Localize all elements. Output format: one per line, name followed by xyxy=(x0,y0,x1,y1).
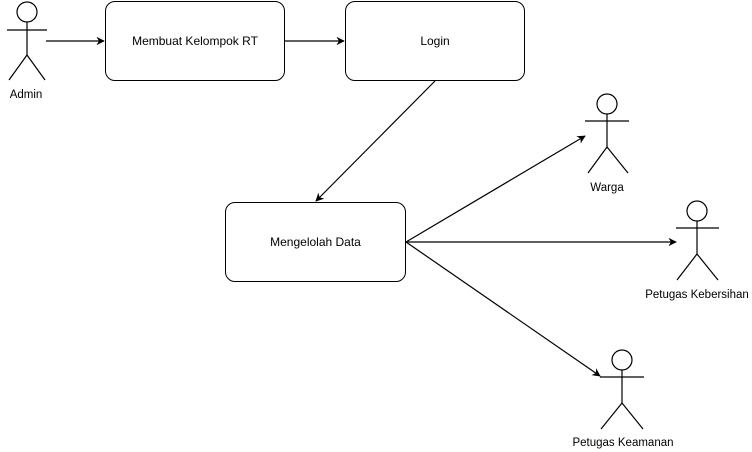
arrow-login-to-mengelola xyxy=(315,80,436,202)
process-login: Login xyxy=(345,1,525,81)
process-login-label: Login xyxy=(420,34,450,48)
actor-keamanan-figure xyxy=(600,349,644,430)
actor-admin-label: Admin xyxy=(9,89,43,101)
process-membuat-label: Membuat Kelompok RT xyxy=(132,34,258,48)
actor-admin-figure xyxy=(7,1,47,81)
process-mengelola-label: Mengelolah Data xyxy=(270,235,361,249)
actor-warga-figure xyxy=(585,93,629,174)
arrow-mengelola-to-warga xyxy=(405,135,586,243)
process-membuat-kelompok-rt: Membuat Kelompok RT xyxy=(105,1,285,81)
arrow-mengelola-to-keamanan xyxy=(405,241,601,377)
actor-kebersihan-label: Petugas Kebersihan xyxy=(645,289,749,301)
actor-keamanan-label: Petugas Keamanan xyxy=(572,437,674,449)
actor-warga-label: Warga xyxy=(590,182,624,194)
process-mengelolah-data: Mengelolah Data xyxy=(225,202,406,282)
actor-kebersihan-figure xyxy=(676,200,719,281)
